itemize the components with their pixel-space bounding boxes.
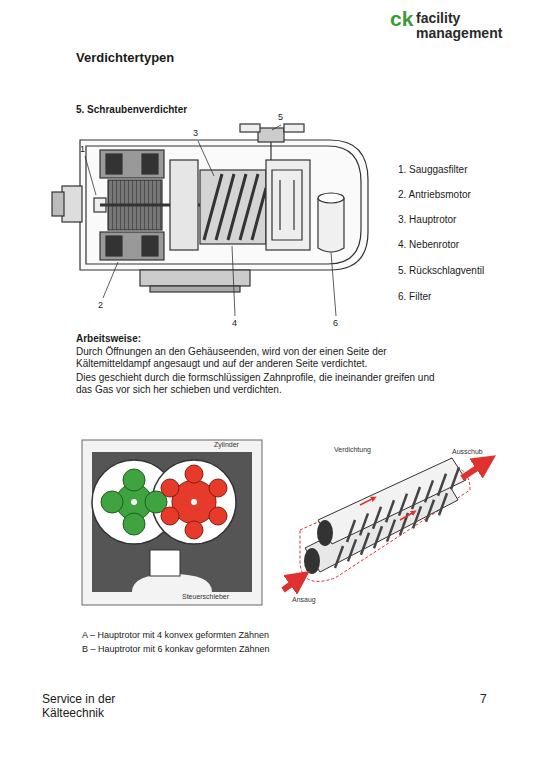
page-title: Verdichtertypen — [76, 50, 174, 66]
footer-text: Service in der Kälteechnik — [42, 692, 152, 721]
part-list-item: 6. Filter — [398, 291, 431, 303]
callout-number: 2 — [98, 300, 103, 311]
paragraph-heading: Arbeitsweise: — [76, 333, 141, 345]
callout-number: 1 — [80, 144, 85, 155]
caption-line: B – Hauptrotor mit 6 konkav geformten Zä… — [82, 644, 270, 655]
part-list-item: 4. Nebenrotor — [398, 239, 459, 251]
part-label: Verdichtung — [334, 446, 371, 454]
caption-line: A – Hauptrotor mit 4 konvex geformten Zä… — [82, 630, 269, 641]
thread-stroke — [426, 500, 434, 522]
callout-number: 5 — [278, 112, 283, 123]
thread-stroke — [360, 513, 368, 535]
part-label: Ansaug — [292, 596, 316, 604]
part-list-item: 3. Hauptrotor — [398, 214, 456, 226]
thread-stroke — [387, 520, 395, 542]
paragraph: Dies geschieht durch die formschlüssigen… — [76, 372, 436, 396]
part-label: Zylinder — [214, 441, 239, 449]
thread-stroke — [361, 533, 369, 555]
thread-stroke — [348, 539, 356, 561]
callout-number: 6 — [333, 318, 338, 329]
thread-stroke — [335, 546, 343, 568]
thread-stroke — [425, 480, 433, 502]
screw-rotors-3d — [283, 458, 486, 590]
page-number: 7 — [480, 692, 487, 706]
leader-lines — [85, 125, 336, 316]
logo-mark: ck — [390, 8, 420, 29]
callout-number: 3 — [193, 128, 198, 139]
part-label: Ausschub — [452, 448, 483, 456]
thread-stroke — [399, 494, 407, 516]
callout-number: 4 — [232, 318, 237, 329]
thread-stroke — [347, 520, 355, 542]
part-list-item: 2. Antriebsmotor — [398, 189, 471, 201]
thread-stroke — [451, 467, 459, 489]
section-heading: 5. Schraubenverdichter — [76, 104, 187, 116]
part-list-item: 1. Sauggasfilter — [398, 164, 468, 176]
logo-text: facility management — [416, 11, 516, 40]
thread-stroke — [438, 474, 446, 496]
rotor-end-view — [82, 440, 262, 605]
thread-stroke — [412, 487, 420, 509]
thread-stroke — [373, 507, 381, 529]
thread-stroke — [386, 500, 394, 522]
thread-stroke — [413, 506, 421, 528]
paragraph: Durch Öffnungen an den Gehäuseenden, wir… — [76, 346, 421, 370]
thread-stroke — [374, 526, 382, 548]
part-list-item: 5. Rückschlagventil — [398, 265, 484, 277]
part-label: Steuerschieber — [182, 593, 229, 601]
thread-stroke — [439, 493, 447, 515]
compressor-section — [52, 124, 368, 292]
